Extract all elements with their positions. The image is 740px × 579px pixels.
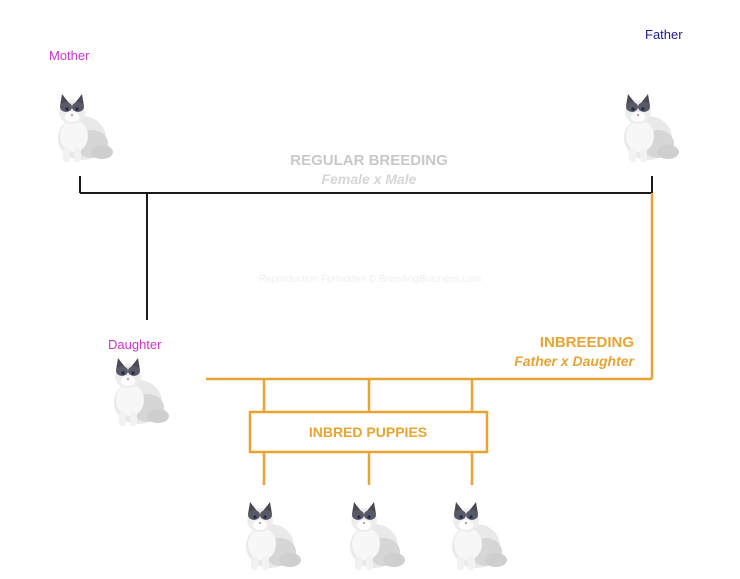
inbreeding-title: INBREEDING — [540, 334, 634, 351]
daughter-cat-image — [114, 358, 169, 426]
father-cat-image — [624, 94, 679, 162]
father-label: Father — [645, 27, 683, 42]
regular-breeding-lines — [79, 176, 653, 320]
mother-cat-image — [58, 94, 113, 162]
puppy-cat-image-3 — [452, 502, 507, 570]
inbreeding-subtitle: Father x Daughter — [514, 353, 635, 369]
daughter-label: Daughter — [108, 337, 162, 352]
watermark-text: Reproduction Forbidden © BreedingBusines… — [259, 274, 482, 285]
puppy-cat-image-1 — [246, 502, 301, 570]
inbreeding-lines — [206, 193, 654, 485]
regular-breeding-subtitle: Female x Male — [322, 171, 417, 187]
regular-breeding-title: REGULAR BREEDING — [290, 152, 448, 169]
mother-label: Mother — [49, 48, 90, 63]
puppy-cat-image-2 — [350, 502, 405, 570]
inbred-puppies-label: INBRED PUPPIES — [309, 424, 427, 440]
